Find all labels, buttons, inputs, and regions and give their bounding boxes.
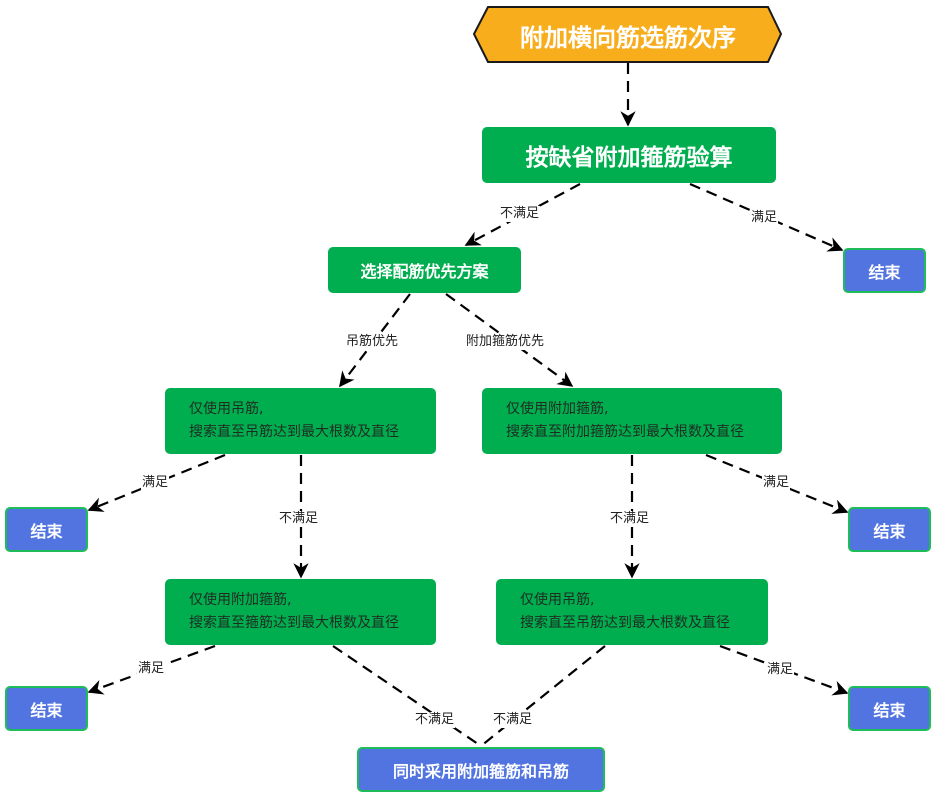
hanger-only-node: 仅使用吊筋, 搜索直至吊筋达到最大根数及直径 [165,388,436,454]
edge-label-stirrup-priority: 附加箍筋优先 [465,334,546,350]
default-check-label: 按缺省附加箍筋验算 [525,145,733,171]
end-label: 结束 [30,521,63,541]
choose-priority-node: 选择配筋优先方案 [328,247,521,293]
end-label: 结束 [873,700,906,720]
hanger-only-2-line2: 搜索直至吊筋达到最大根数及直径 [520,615,730,631]
end-node-mid-left: 结束 [5,507,88,552]
end-label: 结束 [868,262,901,282]
combined-label: 同时采用附加箍筋和吊筋 [392,761,569,781]
edge-label-satisfied: 满足 [137,661,166,677]
end-node-mid-right: 结束 [848,507,931,552]
default-check-node: 按缺省附加箍筋验算 [482,127,776,183]
hanger-only-line2: 搜索直至吊筋达到最大根数及直径 [189,424,399,440]
edge-label-hanger-priority: 吊筋优先 [345,334,400,350]
edge-label-satisfied: 满足 [766,662,795,678]
start-node-label: 附加横向筋选筋次序 [520,23,736,52]
edge-label-not-satisfied: 不满足 [414,712,456,728]
stirrup-only-node: 仅使用附加箍筋, 搜索直至附加箍筋达到最大根数及直径 [482,388,782,454]
stirrup-only-line1: 仅使用附加箍筋, [506,401,609,417]
combined-node: 同时采用附加箍筋和吊筋 [357,747,605,792]
start-hexagon [472,6,783,63]
stirrup-only-2-node: 仅使用附加箍筋, 搜索直至箍筋达到最大根数及直径 [165,579,436,645]
stirrup-only-2-line2: 搜索直至箍筋达到最大根数及直径 [189,615,399,631]
hanger-only-2-line1: 仅使用吊筋, [520,592,595,608]
end-node-bottom-right: 结束 [848,686,931,731]
edge-hanger2-not-satisfied [480,645,606,747]
edge-label-not-satisfied: 不满足 [499,206,541,222]
hanger-only-2-node: 仅使用吊筋, 搜索直至吊筋达到最大根数及直径 [496,579,768,645]
edge-label-not-satisfied: 不满足 [278,511,320,527]
end-node-bottom-left: 结束 [5,686,88,731]
end-node-top-right: 结束 [843,248,926,293]
end-label: 结束 [873,521,906,541]
edge-label-not-satisfied: 不满足 [492,712,534,728]
edge-label-satisfied: 满足 [750,210,779,226]
stirrup-only-line2: 搜索直至附加箍筋达到最大根数及直径 [506,424,744,440]
stirrup-only-2-line1: 仅使用附加箍筋, [189,592,292,608]
edge-stirrup2-not-satisfied [332,645,482,747]
edge-label-satisfied: 满足 [762,475,791,491]
start-node: 附加横向筋选筋次序 [474,7,782,63]
edge-stirrup2-satisfied [87,644,216,695]
hanger-only-line1: 仅使用吊筋, [189,401,264,417]
edge-label-not-satisfied: 不满足 [609,511,651,527]
edge-hanger2-satisfied [719,644,849,696]
end-label: 结束 [30,700,63,720]
choose-priority-label: 选择配筋优先方案 [360,262,489,281]
edge-label-satisfied: 满足 [141,475,170,491]
